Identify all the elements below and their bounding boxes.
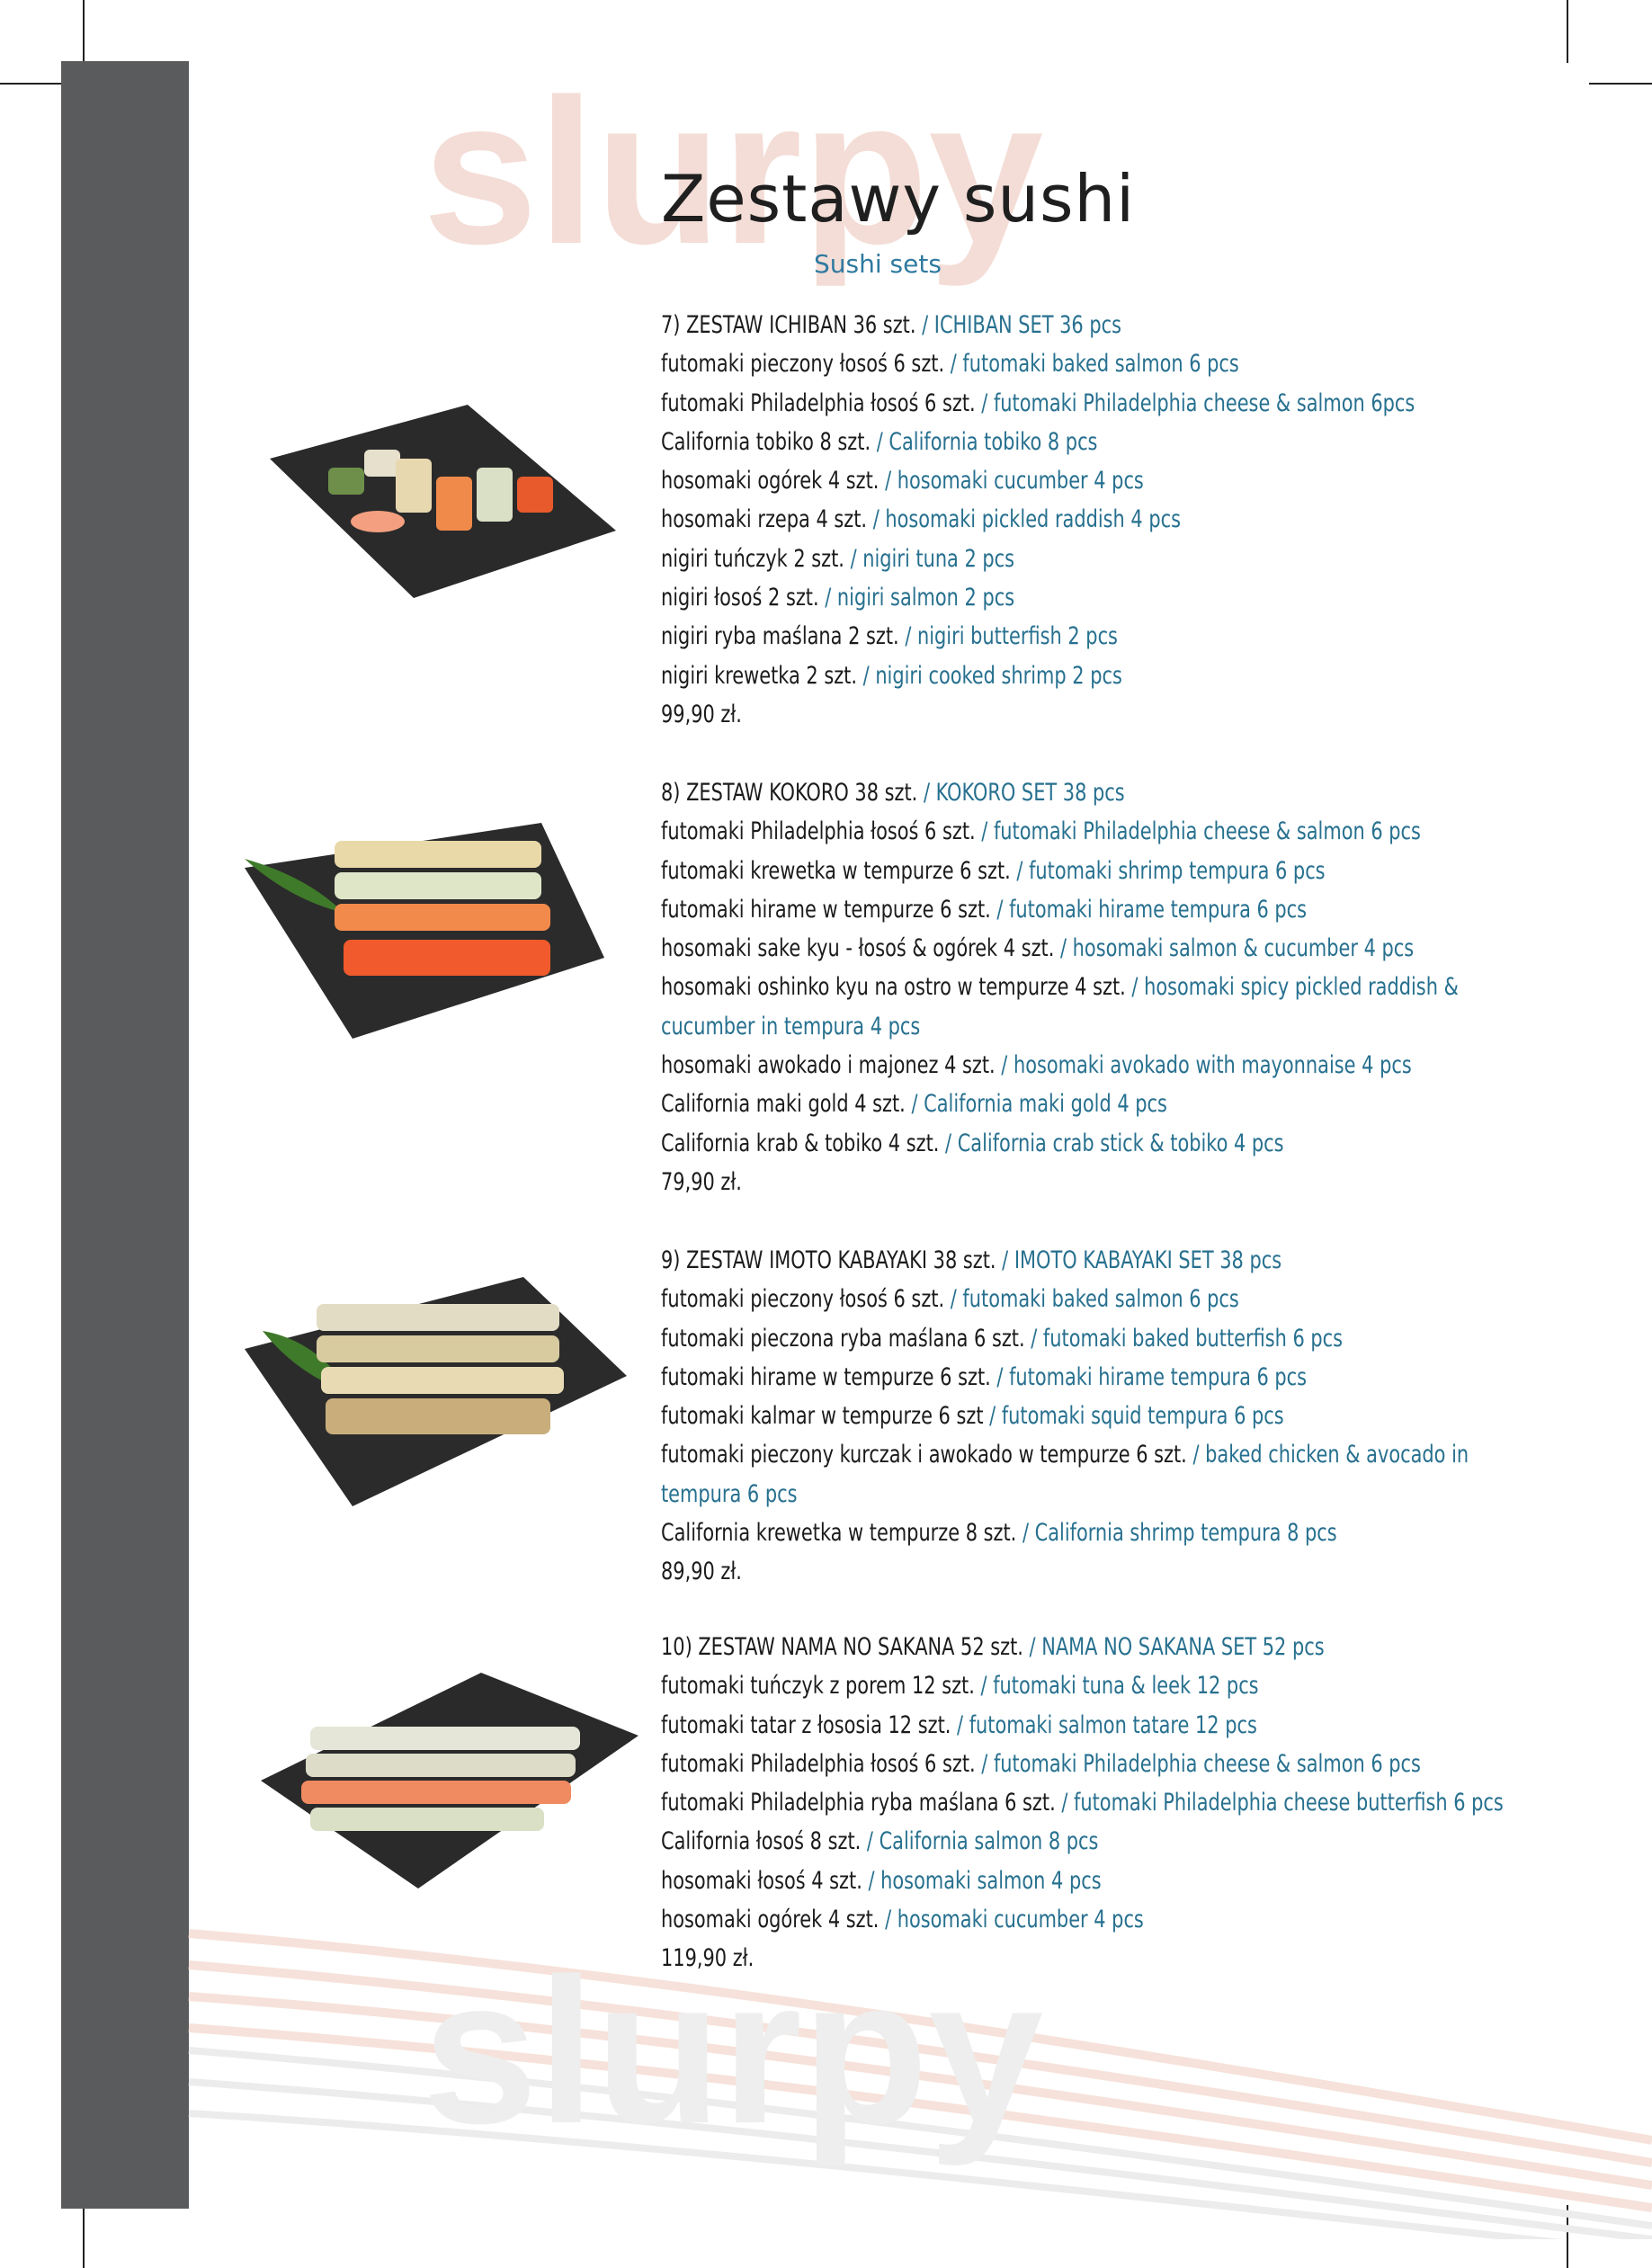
- sushi-set: 9) ZESTAW IMOTO KABAYAKI 38 szt. / IMOTO…: [661, 1241, 1560, 1592]
- set-price: 119,90 zł.: [661, 1944, 755, 1973]
- watermark-text: slurpy: [423, 56, 1043, 287]
- set-item: futomaki pieczona ryba maślana 6 szt. / …: [661, 1324, 1344, 1353]
- set-item: hosomaki awokado i majonez 4 szt. / hoso…: [661, 1051, 1412, 1080]
- set-item: futomaki krewetka w tempurze 6 szt. / fu…: [661, 856, 1326, 885]
- watermark-text: slurpy: [423, 1935, 1043, 2166]
- set-item: futomaki hirame w tempurze 6 szt. / futo…: [661, 895, 1308, 924]
- set-header: 9) ZESTAW IMOTO KABAYAKI 38 szt. / IMOTO…: [661, 1246, 1282, 1274]
- decorative-stripes: [0, 1915, 1652, 2256]
- set-item: futomaki Philadelphia łosoś 6 szt. / fut…: [661, 1749, 1421, 1778]
- watermark-logo: slurpy: [414, 1933, 1223, 2167]
- set-item: futomaki pieczony łosoś 6 szt. / futomak…: [661, 350, 1239, 379]
- set-price: 99,90 zł.: [661, 700, 742, 728]
- watermark-logo: slurpy: [414, 54, 1223, 288]
- sushi-set: 8) ZESTAW KOKORO 38 szt. / KOKORO SET 38…: [661, 773, 1560, 1201]
- set-item: nigiri ryba maślana 2 szt. / nigiri butt…: [661, 622, 1118, 651]
- set-item: California krewetka w tempurze 8 szt. / …: [661, 1519, 1337, 1548]
- set-item: hosomaki sake kyu - łosoś & ogórek 4 szt…: [661, 934, 1415, 963]
- set-photo: [261, 396, 621, 603]
- sushi-set: 7) ZESTAW ICHIBAN 36 szt. / ICHIBAN SET …: [661, 306, 1560, 734]
- set-item: futomaki Philadelphia ryba maślana 6 szt…: [661, 1789, 1504, 1817]
- set-price: 79,90 zł.: [661, 1167, 742, 1196]
- page-title: Zestawy sushi: [661, 161, 1136, 237]
- page-subtitle: Sushi sets: [814, 249, 942, 279]
- set-item: hosomaki oshinko kyu na ostro w tempurze…: [661, 973, 1459, 1040]
- set-header: 8) ZESTAW KOKORO 38 szt. / KOKORO SET 38…: [661, 779, 1125, 807]
- set-item: California krab & tobiko 4 szt. / Califo…: [661, 1129, 1284, 1157]
- set-item: hosomaki ogórek 4 szt. / hosomaki cucumb…: [661, 467, 1144, 496]
- set-item: futomaki tatar z łososia 12 szt. / futom…: [661, 1710, 1257, 1739]
- set-item: futomaki Philadelphia łosoś 6 szt. / fut…: [661, 817, 1421, 846]
- crop-mark: [1567, 2205, 1568, 2268]
- set-header: 10) ZESTAW NAMA NO SAKANA 52 szt. / NAMA…: [661, 1633, 1325, 1661]
- set-item: nigiri tuńczyk 2 szt. / nigiri tuna 2 pc…: [661, 544, 1015, 573]
- set-item: futomaki kalmar w tempurze 6 szt / futom…: [661, 1402, 1284, 1431]
- set-item: hosomaki ogórek 4 szt. / hosomaki cucumb…: [661, 1906, 1144, 1934]
- set-item: futomaki hirame w tempurze 6 szt. / futo…: [661, 1362, 1308, 1391]
- sushi-set: 10) ZESTAW NAMA NO SAKANA 52 szt. / NAMA…: [661, 1628, 1560, 1978]
- set-item: futomaki pieczony łosoś 6 szt. / futomak…: [661, 1285, 1239, 1314]
- set-item: California łosoś 8 szt. / California sal…: [661, 1827, 1099, 1856]
- set-item: futomaki tuńczyk z porem 12 szt. / futom…: [661, 1672, 1259, 1701]
- crop-mark: [1589, 83, 1652, 85]
- set-item: hosomaki łosoś 4 szt. / hosomaki salmon …: [661, 1866, 1102, 1895]
- crop-mark: [0, 83, 63, 85]
- set-item: California maki gold 4 szt. / California…: [661, 1090, 1167, 1119]
- set-item: hosomaki rzepa 4 szt. / hosomaki pickled…: [661, 505, 1182, 534]
- crop-mark: [83, 2205, 85, 2268]
- crop-mark: [1567, 0, 1568, 63]
- sidebar-band: [61, 61, 189, 2209]
- set-item: futomaki pieczony kurczak i awokado w te…: [661, 1441, 1469, 1508]
- set-header: 7) ZESTAW ICHIBAN 36 szt. / ICHIBAN SET …: [661, 311, 1121, 339]
- set-price: 89,90 zł.: [661, 1558, 742, 1586]
- crop-mark: [83, 0, 85, 63]
- set-item: futomaki Philadelphia łosoś 6 szt. / fut…: [661, 388, 1415, 417]
- set-item: nigiri łosoś 2 szt. / nigiri salmon 2 pc…: [661, 584, 1015, 612]
- set-item: California tobiko 8 szt. / California to…: [661, 427, 1098, 456]
- set-photo: [256, 1664, 643, 1897]
- set-photo: [236, 814, 613, 1048]
- set-item: nigiri krewetka 2 szt. / nigiri cooked s…: [661, 661, 1122, 690]
- set-photo: [236, 1268, 631, 1511]
